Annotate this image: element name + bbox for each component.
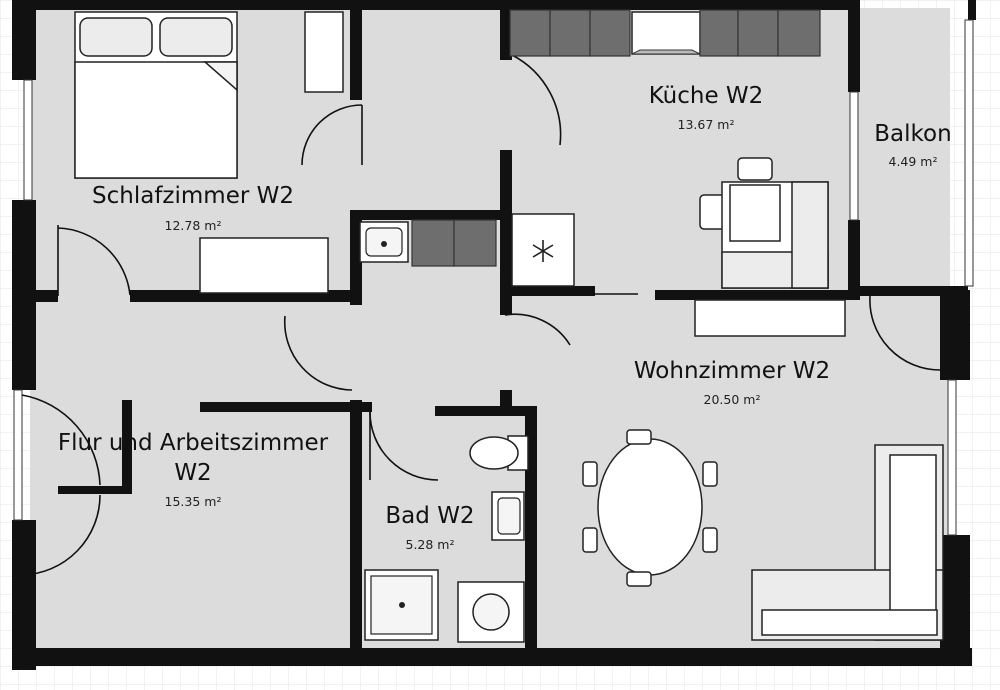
room-name-balkon: Balkon [874, 121, 951, 147]
room-name-flur-line2: W2 [174, 460, 211, 486]
snowflake-icon [511, 213, 575, 287]
desk [199, 237, 329, 294]
sideboard [694, 299, 846, 337]
room-name-kueche: Küche W2 [649, 83, 764, 109]
room-name-flur-line1: Flur und Arbeitszimmer [58, 430, 329, 456]
kitchen-dining-set [699, 157, 829, 289]
room-area-schlafzimmer: 12.78 m² [165, 218, 222, 233]
windows [13, 19, 974, 536]
room-name-schlafzimmer: Schlafzimmer W2 [92, 183, 294, 209]
room-area-wohnzimmer: 20.50 m² [704, 392, 761, 407]
wardrobe [304, 11, 344, 93]
room-area-balkon: 4.49 m² [889, 154, 938, 169]
room-area-bad: 5.28 m² [406, 537, 455, 552]
shower-icon [364, 569, 439, 641]
sink-icon [359, 221, 409, 263]
room-name-bad: Bad W2 [385, 503, 474, 529]
room-area-flur: 15.35 m² [165, 494, 222, 509]
dining-table [582, 429, 718, 587]
doors [21, 54, 941, 576]
kitchen-counter [411, 9, 821, 267]
room-name-wohnzimmer: Wohnzimmer W2 [634, 358, 830, 384]
bed [74, 11, 238, 179]
room-labels: Schlafzimmer W2 12.78 m² Küche W2 13.67 … [58, 83, 952, 552]
washing-machine-icon [457, 581, 525, 643]
bath-sink [491, 491, 525, 541]
room-area-kueche: 13.67 m² [678, 117, 735, 132]
sofa [751, 444, 944, 641]
toilet-icon [469, 435, 529, 471]
